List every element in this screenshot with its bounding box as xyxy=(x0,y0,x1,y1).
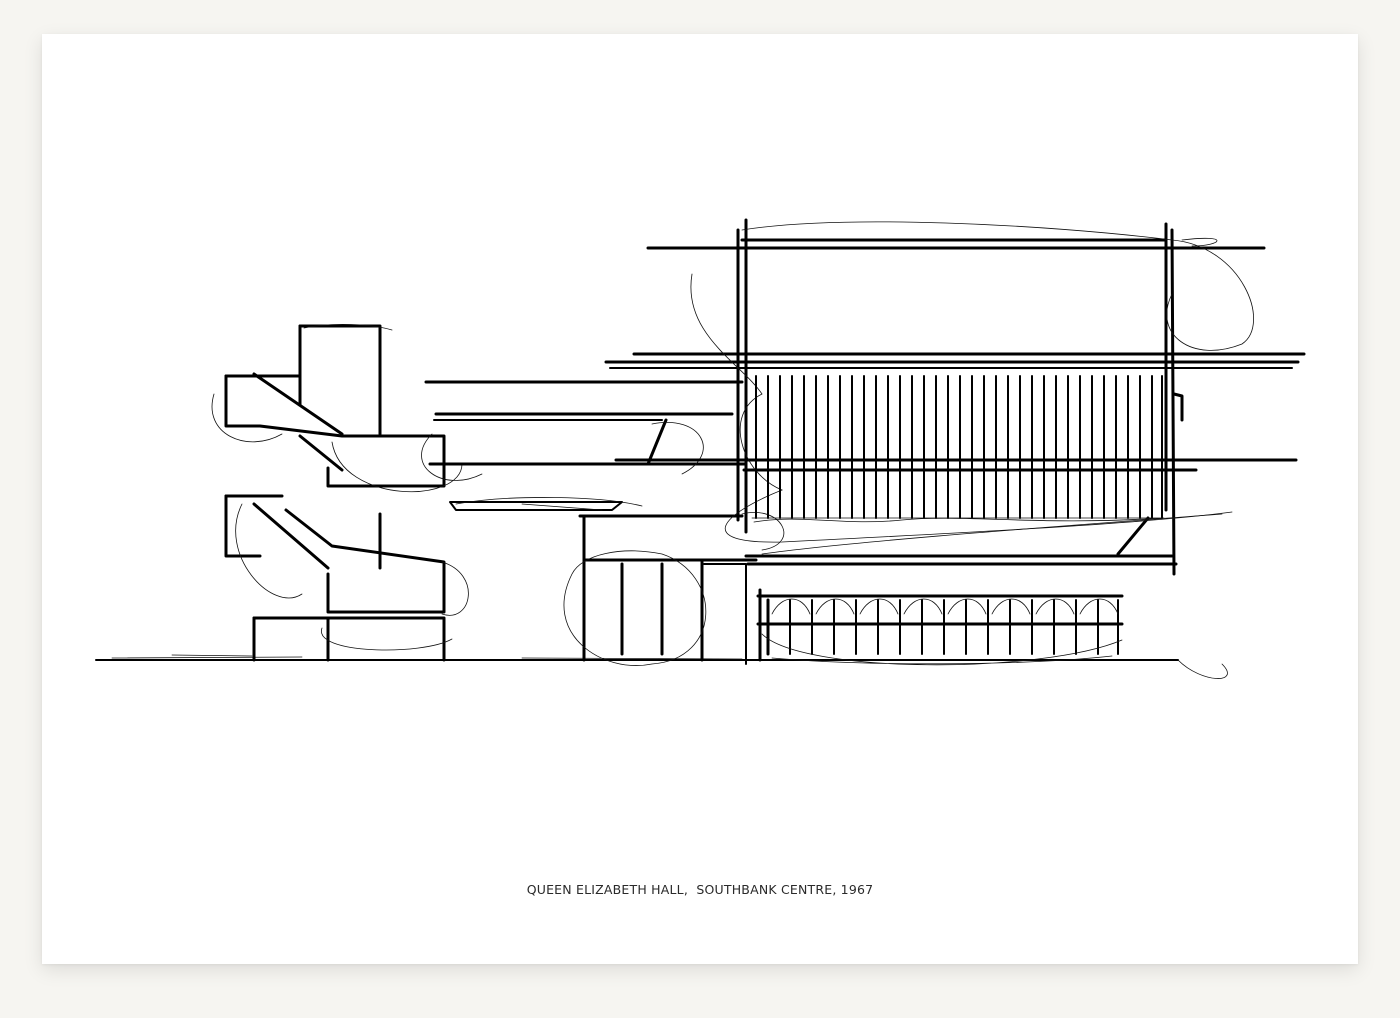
foyer-arcade xyxy=(756,588,1228,679)
vertical-fins xyxy=(751,375,1165,523)
auditorium-box xyxy=(604,218,1306,576)
entrance-block xyxy=(563,514,758,666)
ground-line xyxy=(95,654,1179,661)
central-slabs xyxy=(421,380,748,518)
poster-caption: QUEEN ELIZABETH HALL, SOUTHBANK CENTRE, … xyxy=(526,882,874,897)
left-stair-tower xyxy=(211,323,469,662)
poster-print: QUEEN ELIZABETH HALL, SOUTHBANK CENTRE, … xyxy=(42,34,1358,964)
architectural-sketch xyxy=(95,218,1306,679)
